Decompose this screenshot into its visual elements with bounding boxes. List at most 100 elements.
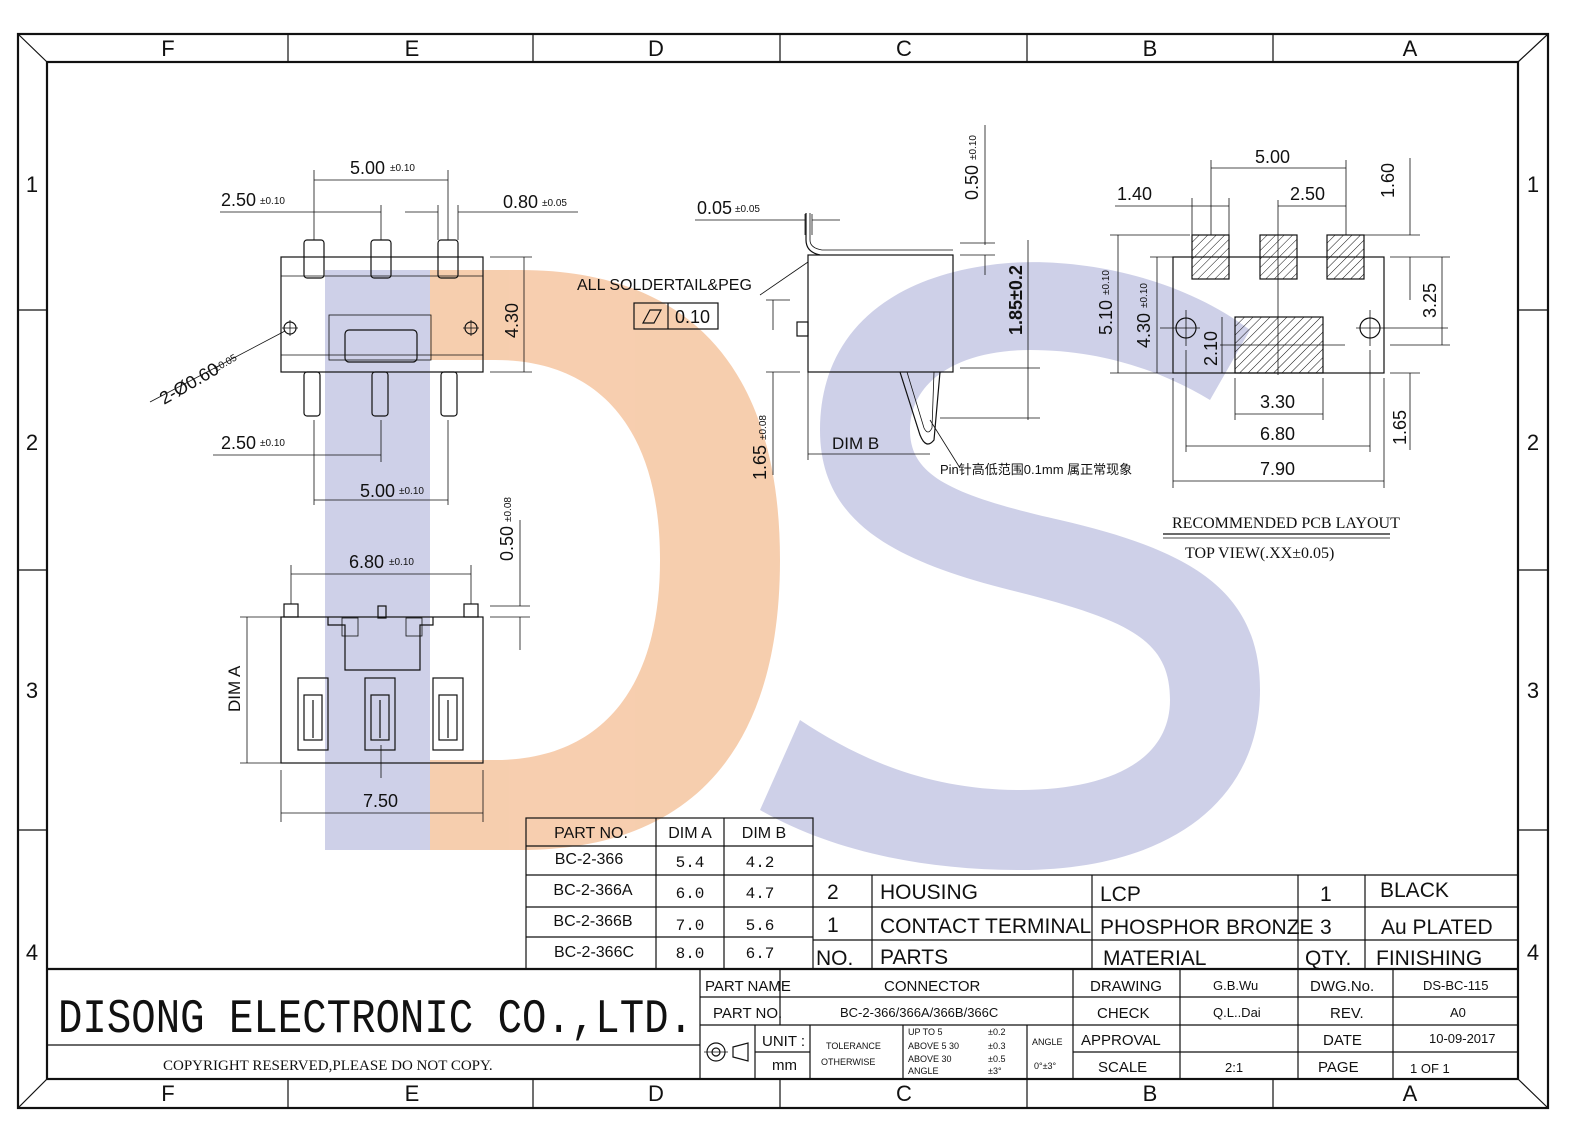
pcb-title: RECOMMENDED PCB LAYOUT <box>1172 515 1400 532</box>
label-scale: SCALE <box>1098 1059 1147 1076</box>
tol-range: UP TO 5 <box>908 1027 943 1037</box>
table-header: PART NO. <box>554 825 628 842</box>
bom-cell: CONTACT TERMINAL <box>880 915 1091 938</box>
dim-tol: ±0.10 <box>390 163 415 174</box>
dim-tol: ±0.10 <box>1139 283 1150 308</box>
col-label-bottom: D <box>648 1081 664 1106</box>
dim-label: 1.65 <box>750 445 770 480</box>
flatness-value: 0.10 <box>675 307 710 327</box>
dim-tol: ±0.10 <box>260 196 285 207</box>
row-label-right: 3 <box>1527 678 1539 703</box>
label-approval: APPROVAL <box>1081 1032 1161 1049</box>
bom-cell: 1 <box>827 914 839 937</box>
row-label-left: 4 <box>26 940 38 965</box>
dwg-number: DS-BC-115 <box>1423 978 1489 993</box>
col-label-bottom: F <box>161 1081 174 1106</box>
note-soldertail: ALL SOLDERTAIL&PEG <box>577 277 752 294</box>
bill-of-materials: 2 HOUSING LCP 1 BLACK 1 CONTACT TERMINAL… <box>813 874 1518 970</box>
table-cell: 7.0 <box>676 917 705 935</box>
dim-tol: ±0.05 <box>735 204 760 215</box>
tol-value: ±0.2 <box>988 1027 1005 1037</box>
label-drawing: DRAWING <box>1090 978 1162 995</box>
dim-tol: ±0.10 <box>968 135 979 160</box>
dim-label: 5.00 <box>350 158 385 178</box>
flatness-frame <box>633 302 719 330</box>
row-label-right: 1 <box>1527 172 1539 197</box>
label-check: CHECK <box>1097 1005 1150 1022</box>
dim-tol: ±0.10 <box>260 438 285 449</box>
bom-header: QTY. <box>1305 947 1351 970</box>
title-block: DISONG ELECTRONIC CO.,LTD. COPYRIGHT RES… <box>47 967 1518 1079</box>
table-cell: 5.4 <box>676 854 705 872</box>
label-part-no: PART NO. <box>713 1005 782 1022</box>
bom-header: FINISHING <box>1376 947 1482 970</box>
dim-tol: ±0.10 <box>1101 270 1112 295</box>
unit: mm <box>772 1057 797 1074</box>
page: 1 OF 1 <box>1410 1061 1450 1076</box>
dim-tol: ±0.08 <box>758 415 769 440</box>
otherwise-label: OTHERWISE <box>821 1057 875 1067</box>
dim-label: 2.50 <box>1290 184 1325 204</box>
tol-value: ±0.3 <box>988 1041 1005 1051</box>
dim-label: 1.85±0.2 <box>1006 265 1026 335</box>
tol-range: ANGLE <box>908 1066 939 1076</box>
copyright-note: COPYRIGHT RESERVED,PLEASE DO NOT COPY. <box>163 1058 493 1074</box>
dim-label: 0.05 <box>697 198 732 218</box>
dim-label: 5.00 <box>1255 147 1290 167</box>
scale: 2:1 <box>1225 1060 1243 1075</box>
dim-tol: ±0.05 <box>212 352 239 374</box>
dim-label: 1.60 <box>1378 163 1398 198</box>
table-cell: 8.0 <box>676 945 705 963</box>
company-name: DISONG ELECTRONIC CO.,LTD. <box>58 993 693 1047</box>
col-label-top: F <box>161 36 174 61</box>
col-label-bottom: E <box>405 1081 420 1106</box>
dim-tol: ±0.08 <box>503 497 514 522</box>
front-view: 6.80 ±0.10 0.50 ±0.08 DIM A 7.50 <box>225 497 530 822</box>
dim-label: 3.25 <box>1420 283 1440 318</box>
table-cell: 4.7 <box>746 885 775 903</box>
col-label-top: C <box>896 36 912 61</box>
pcb-layout: 5.00 1.40 2.50 1.60 5.10 ±0.10 4.30 ±0.1… <box>1096 147 1450 562</box>
revision: A0 <box>1450 1005 1466 1020</box>
table-cell: 6.0 <box>676 885 705 903</box>
bom-cell: 1 <box>1320 883 1332 906</box>
row-label-right: 2 <box>1527 430 1539 455</box>
col-label-top: A <box>1403 36 1418 61</box>
label-part-name: PART NAME <box>705 978 791 995</box>
label-dwg: DWG.No. <box>1310 978 1374 995</box>
dim-tol: ±0.10 <box>399 486 424 497</box>
label-date: DATE <box>1323 1032 1362 1049</box>
dim-label: 2.50 <box>221 433 256 453</box>
table-cell: 6.7 <box>746 945 775 963</box>
table-cell: 5.6 <box>746 917 775 935</box>
drawing-border: F E D C B A F E D C B A 1 2 3 4 1 2 3 4 <box>16 32 1550 1110</box>
bom-cell: 2 <box>827 881 839 904</box>
dim-label: 2.50 <box>221 190 256 210</box>
bom-cell: 3 <box>1320 916 1332 939</box>
bom-cell: BLACK <box>1380 879 1449 902</box>
dim-label: 6.80 <box>1260 424 1295 444</box>
table-header: DIM B <box>742 825 786 842</box>
bom-header: PARTS <box>880 946 948 969</box>
projection-symbol-icon <box>704 1042 749 1062</box>
col-label-bottom: A <box>1403 1081 1418 1106</box>
table-cell: 4.2 <box>746 854 775 872</box>
dim-tol: ±0.05 <box>542 198 567 209</box>
bom-cell: Au PLATED <box>1381 916 1493 939</box>
tol-value: ±3° <box>988 1066 1002 1076</box>
date: 10-09-2017 <box>1429 1031 1496 1046</box>
label-page: PAGE <box>1318 1059 1359 1076</box>
side-view: 0.05 ±0.05 ALL SOLDERTAIL&PEG 0.10 0.50 … <box>577 125 1132 480</box>
part-name: CONNECTOR <box>884 978 981 995</box>
tol-range: ABOVE 5 30 <box>908 1041 959 1051</box>
drawing-by: G.B.Wu <box>1213 978 1258 993</box>
dim-label: 6.80 <box>349 552 384 572</box>
tol-range: ABOVE 30 <box>908 1054 952 1064</box>
checked-by: Q.L..Dai <box>1213 1005 1261 1020</box>
table-cell: BC-2-366B <box>553 913 632 930</box>
pin-note: Pin针高低范围0.1mm 属正常现象 <box>940 462 1132 477</box>
row-label-right: 4 <box>1527 940 1539 965</box>
bom-cell: LCP <box>1100 883 1141 906</box>
ds-logo-watermark <box>325 262 1260 870</box>
